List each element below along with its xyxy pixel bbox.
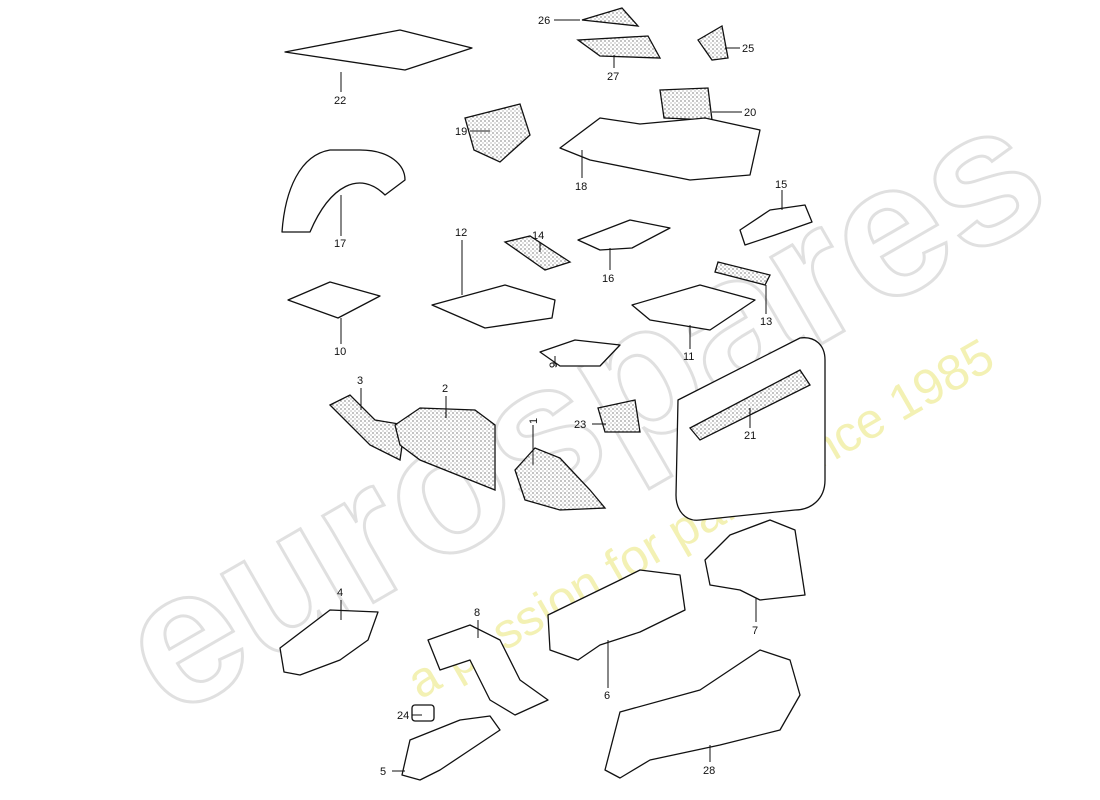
part-11 xyxy=(631,284,756,331)
part-17 xyxy=(281,149,406,233)
callout-1: 1 xyxy=(528,418,540,424)
callout-14: 14 xyxy=(532,230,544,242)
part-19 xyxy=(464,103,531,163)
callout-8: 8 xyxy=(474,607,480,619)
callout-15: 15 xyxy=(775,179,787,191)
callout-7: 7 xyxy=(752,625,758,637)
part-18 xyxy=(559,117,761,181)
part-20 xyxy=(659,87,713,121)
callout-27: 27 xyxy=(607,71,619,83)
callout-12: 12 xyxy=(455,227,467,239)
callout-13: 13 xyxy=(760,316,772,328)
callout-19: 19 xyxy=(455,126,467,138)
part-2 xyxy=(394,407,496,491)
part-6 xyxy=(547,569,686,661)
callout-6: 6 xyxy=(604,690,610,702)
callout-21: 21 xyxy=(744,430,756,442)
callout-17: 17 xyxy=(334,238,346,250)
part-27 xyxy=(576,35,662,59)
callout-20: 20 xyxy=(744,107,756,119)
callout-2: 2 xyxy=(442,383,448,395)
callout-23: 23 xyxy=(574,419,586,431)
callout-26: 26 xyxy=(538,15,550,27)
part-21-inner xyxy=(688,369,811,441)
part-1 xyxy=(514,447,607,511)
callout-labels: 26 25 27 22 20 19 18 15 17 12 14 16 13 1… xyxy=(334,15,787,778)
callout-5: 5 xyxy=(380,766,386,778)
callout-22: 22 xyxy=(334,95,346,107)
callout-4: 4 xyxy=(337,587,343,599)
callout-24: 24 xyxy=(397,710,409,722)
part-24 xyxy=(411,704,435,722)
callout-9: 9 xyxy=(548,362,560,368)
callout-10: 10 xyxy=(334,346,346,358)
callout-25: 25 xyxy=(742,43,754,55)
part-25 xyxy=(697,24,729,61)
leader-lines xyxy=(340,19,783,772)
part-14 xyxy=(503,235,572,271)
callout-16: 16 xyxy=(602,273,614,285)
part-10 xyxy=(287,281,381,319)
callout-18: 18 xyxy=(575,181,587,193)
callout-11: 11 xyxy=(683,351,694,363)
part-15 xyxy=(739,204,813,246)
part-7 xyxy=(704,519,806,601)
part-12 xyxy=(431,284,556,329)
part-8 xyxy=(427,624,549,716)
part-28 xyxy=(604,649,801,779)
part-16 xyxy=(577,219,671,251)
callout-28: 28 xyxy=(703,765,715,777)
part-22-headliner xyxy=(284,29,473,71)
parts xyxy=(279,7,826,781)
part-26 xyxy=(581,7,640,27)
part-5 xyxy=(401,715,501,781)
part-4 xyxy=(279,609,379,676)
part-9 xyxy=(539,339,621,367)
callout-3: 3 xyxy=(357,375,363,387)
part-13 xyxy=(714,261,771,286)
